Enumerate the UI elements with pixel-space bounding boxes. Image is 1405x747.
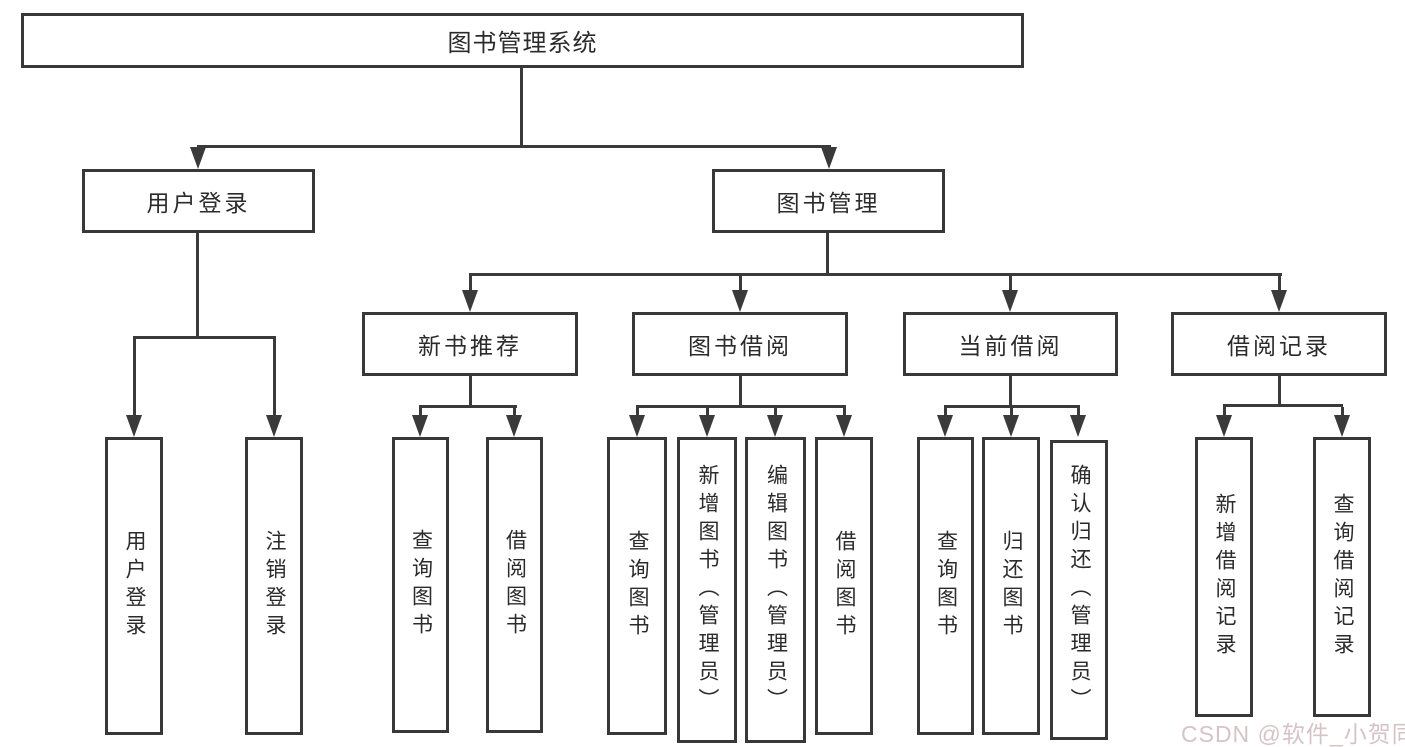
connector-line <box>273 339 276 417</box>
connector-line <box>419 408 422 418</box>
connector-line <box>944 405 1080 408</box>
arrow-down-icon <box>699 415 715 437</box>
connector-line <box>843 408 846 418</box>
connector-line <box>469 276 472 294</box>
connector-line <box>419 405 517 408</box>
arrow-down-icon <box>1002 290 1018 312</box>
connector-line <box>469 273 1282 276</box>
connector-line <box>636 408 639 418</box>
leaf-current-return: 归还图书 <box>982 437 1040 735</box>
leaf-borrow-edit-admin: 编辑图书（管理员） <box>745 437 806 743</box>
connector-line <box>826 233 829 276</box>
connector-line <box>739 376 742 408</box>
arrow-down-icon <box>629 415 645 437</box>
arrow-down-icon <box>126 415 142 437</box>
arrow-down-icon <box>836 415 852 437</box>
connector-line <box>739 276 742 294</box>
node-new-book-recommend: 新书推荐 <box>362 312 578 376</box>
connector-line <box>520 68 523 148</box>
connector-line <box>774 408 777 418</box>
leaf-record-add: 新增借阅记录 <box>1195 437 1253 717</box>
leaf-current-confirm-admin: 确认归还（管理员） <box>1050 440 1108 740</box>
leaf-newbook-query: 查询图书 <box>392 437 449 733</box>
connector-line <box>133 336 276 339</box>
arrow-down-icon <box>732 290 748 312</box>
watermark: CSDN @软件_小贺同学 <box>1181 721 1405 747</box>
node-current-borrow: 当前借阅 <box>903 312 1118 376</box>
connector-line <box>1009 276 1012 294</box>
node-borrow-record: 借阅记录 <box>1171 312 1387 376</box>
connector-line <box>944 408 947 418</box>
connector-line <box>133 339 136 417</box>
connector-line <box>1341 407 1344 417</box>
connector-line <box>1223 404 1343 407</box>
leaf-borrow-add-admin: 新增图书（管理员） <box>677 437 737 743</box>
arrow-down-icon <box>1070 415 1086 437</box>
arrow-down-icon <box>412 415 428 437</box>
arrow-down-icon <box>1003 415 1019 437</box>
connector-line <box>469 376 472 408</box>
connector-line <box>196 233 199 339</box>
connector-line <box>1278 276 1281 294</box>
connector-line <box>513 408 516 418</box>
leaf-borrow-query: 查询图书 <box>607 437 667 735</box>
arrow-down-icon <box>1216 415 1232 437</box>
node-book-management: 图书管理 <box>712 169 945 233</box>
connector-line <box>1009 376 1012 408</box>
leaf-borrow-book: 借阅图书 <box>815 437 873 735</box>
leaf-user-login: 用户登录 <box>105 437 163 735</box>
leaf-record-query: 查询借阅记录 <box>1313 437 1371 717</box>
arrow-down-icon <box>1271 290 1287 312</box>
leaf-logout: 注销登录 <box>245 437 303 735</box>
arrow-down-icon <box>1334 415 1350 437</box>
connector-line <box>1010 408 1013 418</box>
arrow-down-icon <box>937 415 953 437</box>
leaf-newbook-borrow: 借阅图书 <box>486 437 543 733</box>
arrow-down-icon <box>266 415 282 437</box>
connector-line <box>1278 376 1281 407</box>
arrow-down-icon <box>462 290 478 312</box>
connector-line <box>1077 408 1080 418</box>
arrow-down-icon <box>767 415 783 437</box>
connector-line <box>636 405 846 408</box>
connector-line <box>706 408 709 418</box>
connector-line <box>1223 407 1226 417</box>
arrow-down-icon <box>506 415 522 437</box>
arrow-down-icon <box>821 147 837 169</box>
leaf-current-query: 查询图书 <box>917 437 974 735</box>
connector-line <box>197 145 831 148</box>
arrow-down-icon <box>190 147 206 169</box>
node-book-borrow: 图书借阅 <box>632 312 848 376</box>
node-root-system: 图书管理系统 <box>21 13 1024 68</box>
node-user-login: 用户登录 <box>82 169 315 233</box>
